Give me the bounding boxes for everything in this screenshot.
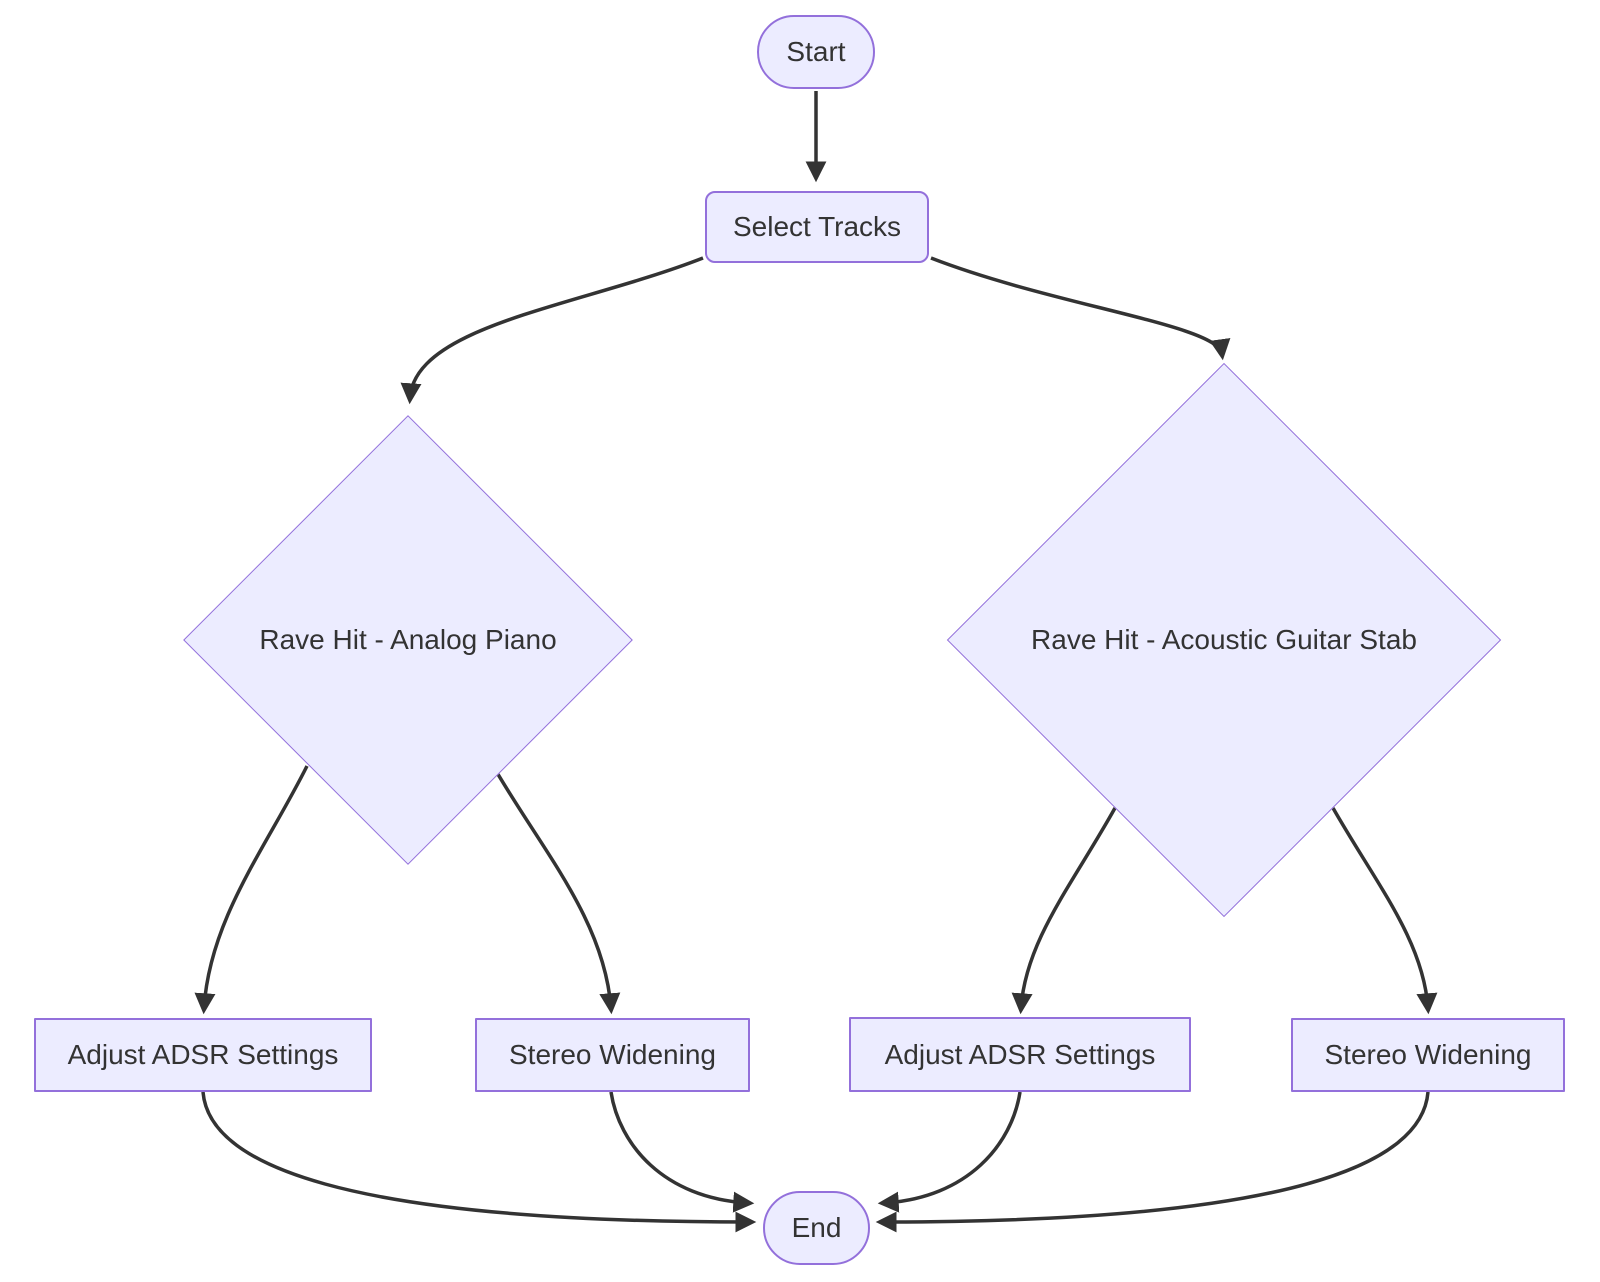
node-stereo-widening-left-label: Stereo Widening — [508, 1039, 716, 1071]
node-select-tracks: Select Tracks — [705, 191, 929, 263]
edge-adjust-adsr-right-to-end — [877, 1091, 1022, 1213]
node-decision-acoustic-guitar: Rave Hit - Acoustic Guitar Stab — [946, 362, 1502, 918]
node-start-label: Start — [786, 36, 846, 68]
node-end-label: End — [791, 1212, 842, 1244]
edge-analog-piano-to-adjust-adsr — [194, 765, 309, 1015]
edge-select-tracks-to-analog-piano — [400, 256, 704, 405]
node-stereo-widening-right: Stereo Widening — [1291, 1018, 1565, 1092]
node-decision-analog-piano-label: Rave Hit - Analog Piano — [259, 624, 557, 656]
edge-acoustic-guitar-to-stereo-widening — [1331, 807, 1438, 1015]
node-stereo-widening-right-label: Stereo Widening — [1324, 1039, 1532, 1071]
edge-stereo-widening-left-to-end — [609, 1091, 755, 1213]
node-adjust-adsr-left-label: Adjust ADSR Settings — [67, 1039, 339, 1071]
node-decision-analog-piano: Rave Hit - Analog Piano — [183, 415, 633, 865]
node-adjust-adsr-left: Adjust ADSR Settings — [34, 1018, 372, 1092]
edge-stereo-widening-right-to-end — [875, 1091, 1430, 1233]
edge-adjust-adsr-left-to-end — [201, 1091, 757, 1233]
edge-acoustic-guitar-to-adjust-adsr — [1011, 807, 1117, 1015]
edge-select-tracks-to-acoustic-guitar — [930, 256, 1231, 361]
node-adjust-adsr-right: Adjust ADSR Settings — [849, 1017, 1191, 1092]
node-stereo-widening-left: Stereo Widening — [475, 1018, 750, 1092]
node-decision-acoustic-guitar-label: Rave Hit - Acoustic Guitar Stab — [1031, 624, 1417, 656]
node-adjust-adsr-right-label: Adjust ADSR Settings — [884, 1038, 1156, 1070]
edge-analog-piano-to-stereo-widening — [490, 763, 621, 1015]
node-start: Start — [757, 15, 875, 89]
node-end: End — [763, 1191, 870, 1265]
node-select-tracks-label: Select Tracks — [732, 211, 902, 243]
